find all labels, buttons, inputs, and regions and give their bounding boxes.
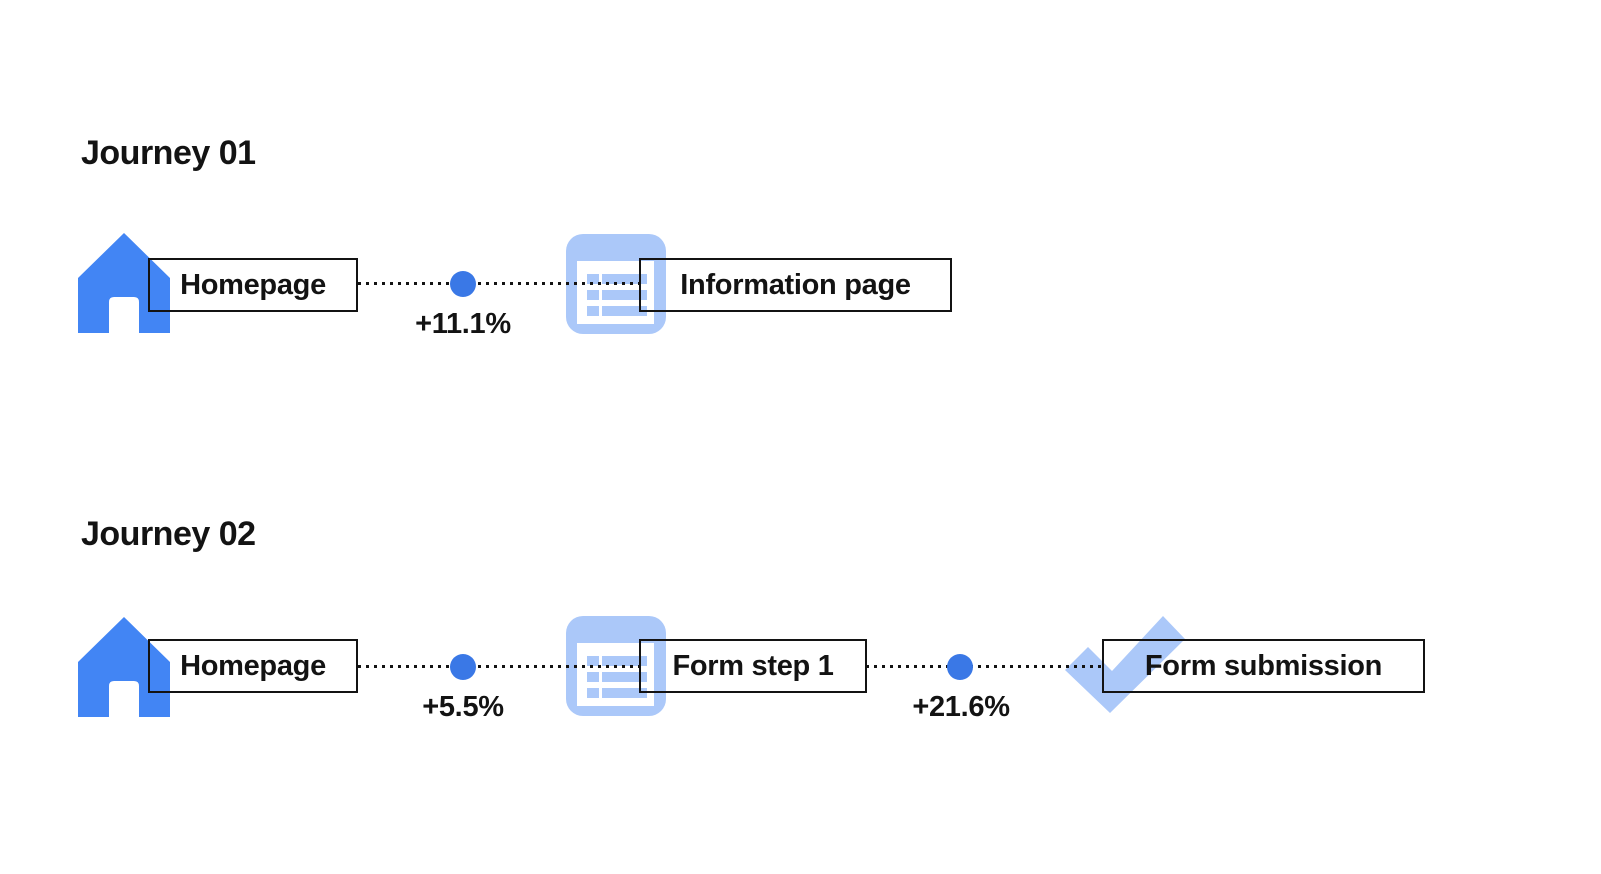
step-label-box-information-page: Information page — [639, 258, 952, 312]
step-label-box-form-submission: Form submission — [1102, 639, 1425, 693]
transition-percentage: +11.1% — [415, 308, 511, 340]
transition-dot — [947, 654, 973, 680]
transition-line — [358, 282, 639, 285]
transition-dot — [450, 654, 476, 680]
step-label: Form step 1 — [672, 649, 834, 682]
step-label-box-homepage: Homepage — [148, 258, 358, 312]
transition-dot — [450, 271, 476, 297]
transition-percentage: +21.6% — [912, 691, 1010, 723]
step-label: Homepage — [180, 268, 326, 301]
step-label-box-homepage: Homepage — [148, 639, 358, 693]
home-icon — [78, 233, 170, 333]
home-icon — [78, 617, 170, 717]
step-label-box-form-step-1: Form step 1 — [639, 639, 867, 693]
transition-line — [358, 665, 639, 668]
journey-02-title: Journey 02 — [81, 515, 256, 553]
transition-percentage: +5.5% — [422, 691, 504, 723]
transition-line — [866, 665, 1102, 668]
step-label: Information page — [680, 268, 911, 301]
step-label: Form submission — [1144, 649, 1383, 682]
step-label: Homepage — [180, 649, 326, 682]
journey-01-title: Journey 01 — [81, 134, 256, 172]
